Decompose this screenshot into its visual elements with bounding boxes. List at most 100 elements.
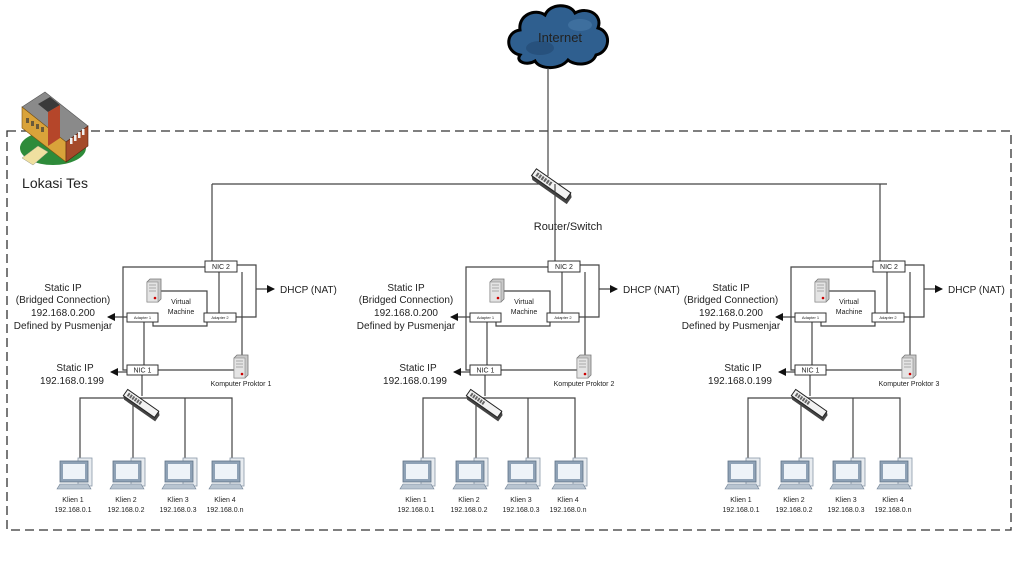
dhcp-label: DHCP (NAT) [280,285,337,296]
bridged-ip-label: Static IP [44,283,82,294]
nat-line [904,264,925,318]
vm-boundary-line [826,290,876,313]
client-name: Klien 1 [405,497,427,504]
nic-loop-line [465,266,548,371]
client-ip: 192.168.0.1 [723,507,760,514]
client-switch-icon [465,388,503,422]
adapter2-box-label: Adapter 2 [879,315,897,320]
nic1-box [126,364,159,376]
bridged-ip-label: 192.168.0.200 [31,308,95,319]
nat-line [579,264,600,318]
client-switch-icon [122,388,160,422]
client-computer-icon [56,457,93,490]
bridged-ip-label: (Bridged Connection) [16,295,111,306]
nic2-box [204,260,238,273]
proktor-server-icon [233,354,249,379]
adapter2-box-label: Adapter 2 [211,315,229,320]
cloud-icon [507,4,609,70]
bridged-ip-label: Defined by Pusmenjar [682,321,781,332]
client-ip: 192.168.0.1 [398,507,435,514]
client-name: Klien 2 [115,497,137,504]
vm-server-icon [146,278,162,303]
client-name: Klien 1 [62,497,84,504]
nic1-box-label: NIC 1 [802,367,820,374]
client-computer-icon [161,457,198,490]
site-label: Lokasi Tes [22,175,88,191]
static-ip-label: Static IP [56,363,94,374]
nic-loop-line [122,266,205,371]
bridged-ip-label: Static IP [712,283,750,294]
bridged-ip-label: 192.168.0.200 [374,308,438,319]
client-ip: 192.168.0.1 [55,507,92,514]
client-name: Klien 4 [214,497,236,504]
nic2-box-label: NIC 2 [212,264,230,271]
proktor-label: Komputer Proktor 1 [211,381,272,388]
client-bus-line [747,397,901,462]
client-computer-icon [876,457,913,490]
nic1-box-label: NIC 1 [134,367,152,374]
static-ip-label: 192.168.0.199 [708,376,772,387]
static-ip-label: Static IP [399,363,437,374]
client-computer-icon [208,457,245,490]
client-computer-icon [777,457,814,490]
bridged-ip-label: Defined by Pusmenjar [357,321,456,332]
client-ip: 192.168.0.n [550,507,587,514]
proktor-label: Komputer Proktor 3 [879,381,940,388]
client-computer-icon [109,457,146,490]
nic-loop-line [790,266,873,371]
client-name: Klien 4 [882,497,904,504]
client-bus-line [79,397,233,462]
static-ip-label: 192.168.0.199 [40,376,104,387]
vm-label: Virtual [171,299,191,306]
adapter2-box [546,312,580,323]
client-computer-icon [829,457,866,490]
nic1-box [469,364,502,376]
nat-line [236,264,257,318]
bridged-ip-label: Static IP [387,283,425,294]
client-ip: 192.168.0.2 [451,507,488,514]
client-name: Klien 3 [167,497,189,504]
vm-label: Machine [836,309,863,316]
router-label: Router/Switch [534,221,602,233]
client-name: Klien 3 [835,497,857,504]
proktor-server-icon [901,354,917,379]
adapter1-box [469,312,502,323]
vm-label: Machine [168,309,195,316]
client-ip: 192.168.0.3 [828,507,865,514]
adapter1-box [794,312,827,323]
static-ip-label: 192.168.0.199 [383,376,447,387]
adapter2-box-label: Adapter 2 [554,315,572,320]
vm-label: Virtual [514,299,534,306]
vm-boundary-line [158,290,208,313]
adapter1-box-label: Adapter 1 [802,315,820,320]
vm-boundary-line [495,322,551,327]
adapter2-box [203,312,237,323]
nic2-box [547,260,581,273]
client-ip: 192.168.0.3 [503,507,540,514]
client-ip: 192.168.0.2 [776,507,813,514]
client-switch-icon [790,388,828,422]
adapter1-box-label: Adapter 1 [134,315,152,320]
client-ip: 192.168.0.2 [108,507,145,514]
vm-boundary-line [820,322,876,327]
dhcp-label: DHCP (NAT) [623,285,680,296]
client-computer-icon [399,457,436,490]
client-computer-icon [551,457,588,490]
client-computer-icon [724,457,761,490]
proktor-server-icon [576,354,592,379]
nic2-box-label: NIC 2 [880,264,898,271]
bridged-ip-label: Defined by Pusmenjar [14,321,113,332]
nic2-box-label: NIC 2 [555,264,573,271]
adapter1-box-label: Adapter 1 [477,315,495,320]
bridged-ip-label: 192.168.0.200 [699,308,763,319]
router-switch-icon [530,168,572,205]
site-boundary [6,130,1012,531]
client-name: Klien 1 [730,497,752,504]
vm-server-icon [489,278,505,303]
client-name: Klien 2 [458,497,480,504]
client-computer-icon [504,457,541,490]
vm-boundary-line [501,290,551,313]
nic1-box-label: NIC 1 [477,367,495,374]
bridged-ip-label: (Bridged Connection) [359,295,454,306]
